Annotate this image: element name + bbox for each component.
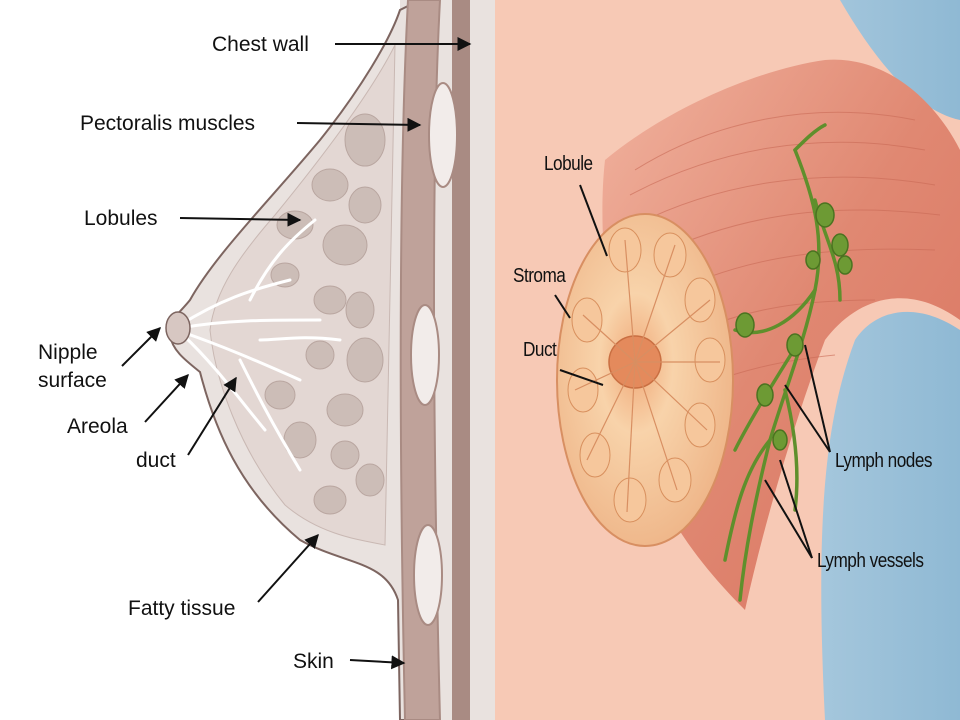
lymph-node bbox=[772, 429, 788, 451]
label-skin: Skin bbox=[293, 650, 334, 673]
lymph-node-group bbox=[735, 202, 853, 451]
line-duct bbox=[559, 369, 604, 386]
line-stroma bbox=[554, 294, 571, 319]
lymph-node bbox=[786, 333, 804, 357]
chest-wall-band bbox=[452, 0, 470, 720]
left-callout-arrows bbox=[121, 37, 472, 670]
label-duct-left: duct bbox=[136, 449, 176, 472]
lymph-illustration bbox=[495, 0, 960, 720]
cross-section-illustration bbox=[121, 0, 495, 720]
right-callout-lines bbox=[554, 184, 831, 559]
nipple-shape bbox=[165, 311, 191, 345]
label-lobules: Lobules bbox=[84, 207, 158, 230]
label-chest-wall: Chest wall bbox=[212, 33, 309, 56]
line-lobule bbox=[579, 184, 608, 257]
lobule-petals bbox=[567, 227, 726, 523]
line-lymph-nodes-b bbox=[784, 384, 831, 453]
lymph-node bbox=[815, 202, 835, 228]
label-areola: Areola bbox=[67, 415, 128, 438]
lymph-node bbox=[831, 233, 849, 257]
arrow-nipple bbox=[121, 327, 161, 367]
line-lymph-vessels-a bbox=[779, 459, 813, 559]
arrow-fatty-tissue bbox=[257, 533, 319, 603]
label-surface: surface bbox=[38, 369, 107, 392]
rib-ovals bbox=[410, 82, 458, 626]
label-nipple: Nipple bbox=[38, 341, 98, 364]
arrow-skin bbox=[349, 655, 406, 670]
label-lymph-nodes: Lymph nodes bbox=[835, 450, 932, 472]
arrow-lobules bbox=[179, 212, 302, 227]
arrow-areola bbox=[144, 373, 189, 423]
label-duct-right: Duct bbox=[523, 339, 557, 361]
arrow-pectoralis bbox=[296, 117, 422, 132]
lymph-node bbox=[735, 312, 755, 338]
lymph-node bbox=[756, 383, 774, 407]
line-lymph-nodes-a bbox=[804, 344, 831, 453]
gland-ducts bbox=[574, 239, 720, 513]
lymph-node bbox=[837, 255, 853, 275]
lobule-group bbox=[264, 113, 386, 515]
label-lymph-vessels: Lymph vessels bbox=[817, 550, 924, 572]
line-lymph-vessels-b bbox=[764, 479, 813, 559]
arrow-duct bbox=[187, 376, 237, 456]
label-lobule: Lobule bbox=[544, 153, 593, 175]
breast-cross-section-diagram: Chest wall Pectoralis muscles Lobules Ni… bbox=[38, 0, 495, 720]
label-stroma: Stroma bbox=[513, 265, 566, 287]
label-pectoralis-muscles: Pectoralis muscles bbox=[80, 112, 256, 135]
breast-lymph-illustration: Lobule Stroma Duct Lymph nodes Lymph ves… bbox=[495, 0, 960, 720]
lymph-node bbox=[805, 250, 821, 270]
label-fatty-tissue: Fatty tissue bbox=[128, 597, 236, 620]
